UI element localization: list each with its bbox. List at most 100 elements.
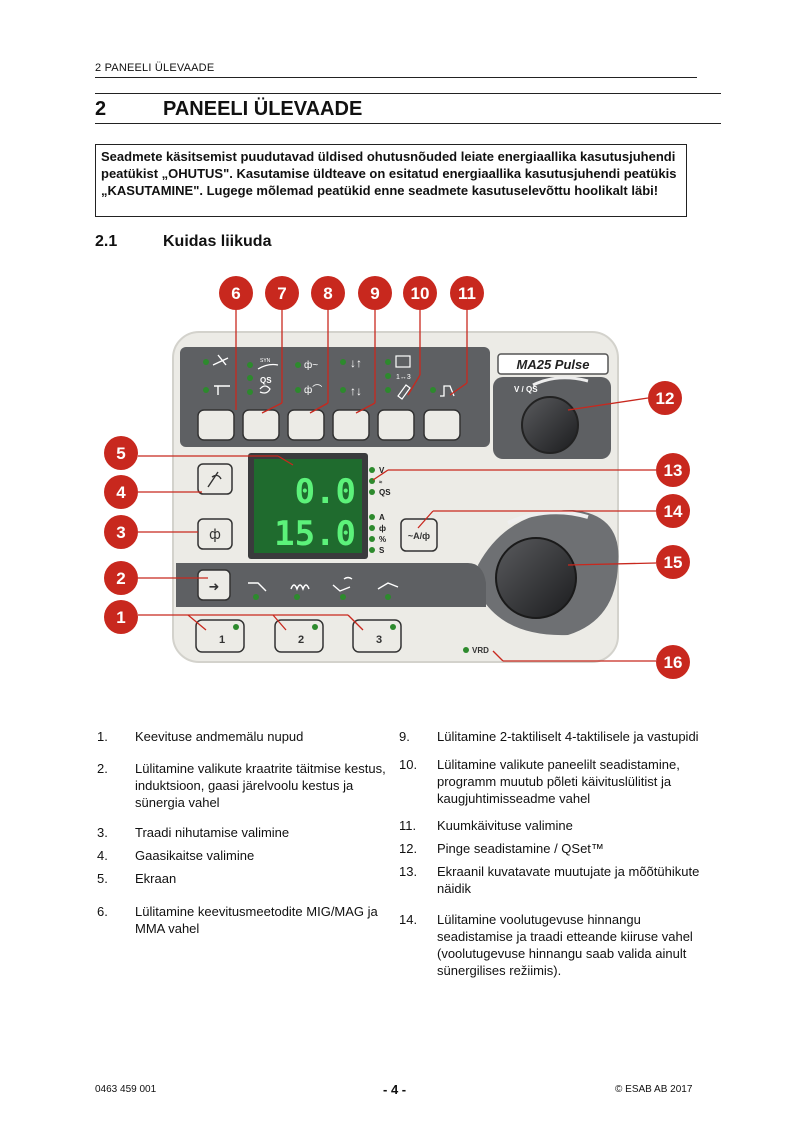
memory-button-3[interactable] xyxy=(352,619,402,653)
legend-text: Ekraanil kuvatavate muutujate ja mõõtühi… xyxy=(437,864,700,896)
led xyxy=(247,389,253,395)
two-stroke-icon: ↓↑ xyxy=(350,356,362,370)
button-11[interactable] xyxy=(423,409,461,441)
vrd-label: VRD xyxy=(472,646,489,655)
svg-text:8: 8 xyxy=(323,284,332,303)
crater-fill-icon xyxy=(248,582,267,592)
callout-5 xyxy=(104,436,138,470)
option-indicators xyxy=(248,576,399,600)
current-wire-toggle-button[interactable] xyxy=(400,518,438,552)
button-7[interactable] xyxy=(242,409,280,441)
unit-wire-speed: ф xyxy=(379,524,386,533)
legend-item: 12.Pinge seadistamine / QSet™ xyxy=(399,840,704,857)
synergy-icon xyxy=(377,582,399,590)
memory-button-2[interactable] xyxy=(274,619,324,653)
brand-label: MA25 Pulse xyxy=(517,357,590,372)
button-9[interactable] xyxy=(332,409,370,441)
svg-text:7: 7 xyxy=(277,284,286,303)
a-wire-icon: ~A/ф xyxy=(408,531,430,541)
led xyxy=(247,375,253,381)
current-knob[interactable] xyxy=(495,537,577,619)
callout-7 xyxy=(265,276,299,310)
memory-button-1[interactable] xyxy=(195,619,245,653)
four-stroke-icon: ↑↓ xyxy=(350,384,362,398)
voltage-knob[interactable] xyxy=(521,396,579,454)
doc-number: 0463 459 001 xyxy=(95,1084,157,1095)
legend-number: 12. xyxy=(399,841,418,856)
legend-number: 3. xyxy=(97,825,108,840)
led xyxy=(385,359,391,365)
legend-number: 1. xyxy=(97,729,108,744)
hot-start-icon xyxy=(440,385,455,397)
arrow-icon: ➜ xyxy=(209,580,220,595)
inductance-icon xyxy=(290,584,310,591)
legend-text: Keevituse andmemälu nupud xyxy=(135,729,304,744)
knob-label: V / QS xyxy=(514,385,538,394)
legend-text: Lülitamine voolutugevuse hinnangu seadis… xyxy=(437,912,693,978)
svg-text:12: 12 xyxy=(656,389,675,408)
callout-4 xyxy=(104,475,138,509)
legend-text: Lülitamine 2-taktiliselt 4-taktilisele j… xyxy=(437,729,699,744)
legend-item: 5.Ekraan xyxy=(97,870,397,887)
running-head: 2 PANEELI ÜLEVAADE xyxy=(95,62,215,74)
legend-text: Gaasikaitse valimine xyxy=(135,848,255,863)
legend-item: 13.Ekraanil kuvatavate muutujate ja mõõt… xyxy=(399,863,704,897)
legend-text: Traadi nihutamise valimine xyxy=(135,825,290,840)
svg-text:6: 6 xyxy=(231,284,240,303)
callouts: 6 7 8 9 10 11 12 5 13 4 14 3 15 2 1 16 xyxy=(104,276,690,679)
svg-text:15: 15 xyxy=(664,553,683,572)
wire-inch-icon: ф xyxy=(209,527,221,543)
led xyxy=(385,387,391,393)
led xyxy=(430,387,436,393)
callout-13 xyxy=(656,453,690,487)
memory-buttons: 1 2 3 xyxy=(195,619,402,653)
unit-v: V xyxy=(379,466,385,475)
button-6[interactable] xyxy=(197,409,235,441)
gas-button[interactable] xyxy=(197,463,233,495)
knob-scale-arc xyxy=(507,510,589,525)
legend-number: 2. xyxy=(97,761,108,776)
legend-number: 14. xyxy=(399,912,418,927)
led xyxy=(385,373,391,379)
callout-10 xyxy=(403,276,437,310)
svg-text:16: 16 xyxy=(664,653,683,672)
svg-text:10: 10 xyxy=(411,284,430,303)
unit-wire: ≈ xyxy=(379,480,383,486)
display-screen xyxy=(254,459,362,553)
callout-9 xyxy=(358,276,392,310)
brand-plate: MA25 Pulse xyxy=(497,353,609,375)
copyright: © ESAB AB 2017 xyxy=(615,1084,693,1095)
legend-number: 5. xyxy=(97,871,108,886)
qs-label: QS xyxy=(260,376,272,385)
legend-item: 11.Kuumkäivituse valimine xyxy=(399,817,704,834)
callout-15 xyxy=(656,545,690,579)
wire-inch-button[interactable] xyxy=(197,518,233,550)
subsection-title: Kuidas liikuda xyxy=(163,233,272,250)
legend-item: 9.Lülitamine 2-taktiliselt 4-taktilisele… xyxy=(399,728,704,745)
top-buttons xyxy=(197,409,461,441)
legend-number: 6. xyxy=(97,904,108,919)
wire-feed-icon: ф~ xyxy=(304,359,318,371)
button-10[interactable] xyxy=(377,409,415,441)
vrd-led xyxy=(463,647,469,653)
legend-item: 1. Keevituse andmemälu nupud xyxy=(97,728,397,745)
callout-14 xyxy=(656,494,690,528)
button-8[interactable] xyxy=(287,409,325,441)
led xyxy=(203,359,209,365)
svg-text:14: 14 xyxy=(664,502,683,521)
callout-1 xyxy=(104,600,138,634)
svg-text:11: 11 xyxy=(458,284,476,303)
callout-6 xyxy=(219,276,253,310)
callout-leaders xyxy=(138,307,657,662)
mode-indicators: SYN QS ф~ ф⌒ ↓↑ ↑↓ 1↔3 xyxy=(203,354,455,400)
page-number: - 4 - xyxy=(383,1082,407,1097)
svg-text:4: 4 xyxy=(116,483,126,502)
unit-s: S xyxy=(379,546,385,555)
svg-text:2: 2 xyxy=(116,569,125,588)
mig-torch-icon xyxy=(212,354,229,366)
led xyxy=(340,359,346,365)
svg-text:13: 13 xyxy=(664,461,683,480)
led xyxy=(203,387,209,393)
section-number: 2 xyxy=(95,98,107,120)
